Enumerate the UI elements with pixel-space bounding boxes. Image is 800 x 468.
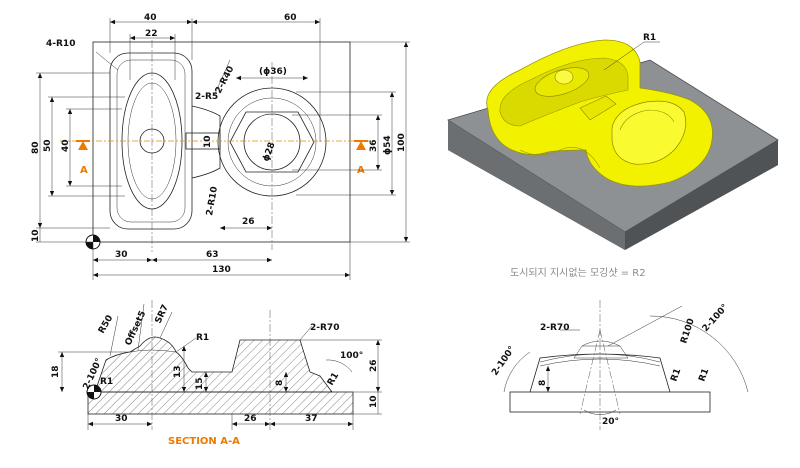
datum-symbol-section (86, 384, 102, 400)
dim-2-r40: 2-R40 (214, 65, 237, 96)
dim-60: 60 (284, 13, 297, 23)
section-marker-right: A (354, 140, 368, 176)
sec-37: 37 (305, 414, 318, 424)
sec-8: 8 (275, 380, 285, 386)
dim-2-r10: 2-R10 (205, 186, 220, 217)
top-view: A A 40 22 60 (ϕ36) 4-R10 2-R40 2-R5 ϕ28 (31, 13, 410, 280)
section-title: SECTION A-A (168, 436, 240, 447)
sec-r50: R50 (97, 314, 115, 336)
side-2-100-right: 2-100° (701, 303, 731, 334)
sec-2-r70: 2-R70 (310, 323, 339, 333)
dome (554, 69, 574, 85)
side-20-deg: 20° (602, 417, 619, 427)
dim-4-r10: 4-R10 (46, 39, 75, 49)
svg-text:A: A (80, 165, 88, 176)
sec-13: 13 (173, 365, 183, 378)
sec-18: 18 (51, 365, 61, 378)
sec-15: 15 (195, 377, 205, 390)
dim-40: 40 (144, 13, 157, 23)
hexagon (229, 111, 315, 173)
side-r100: R100 (679, 317, 696, 345)
dim-22: 22 (145, 29, 158, 39)
dim-50: 50 (43, 139, 53, 152)
side-2-r70: 2-R70 (540, 323, 569, 333)
rib-iso (579, 95, 617, 121)
dim-80: 80 (31, 141, 41, 154)
sec-r1-left: R1 (100, 377, 113, 387)
svg-text:A: A (357, 165, 365, 176)
side-2-100-left: 2-100° (490, 345, 517, 378)
iso-view: R1 도시되지 지시없는 모깅샷 = R2 (447, 33, 779, 279)
dim-10-base: 10 (31, 229, 41, 242)
dim-phi28: ϕ28 (261, 141, 277, 163)
dim-40-vert: 40 (61, 139, 71, 152)
sec-100-right: 100° (340, 351, 363, 361)
side-view: 2-R70 R100 2-100° 2-100° 8 R1 R1 20° (490, 300, 749, 430)
dim-phi54: ϕ54 (383, 135, 393, 155)
sec-r1-right: R1 (326, 371, 341, 387)
dim-30: 30 (115, 250, 128, 260)
iso-note: 도시되지 지시없는 모깅샷 = R2 (510, 266, 646, 279)
side-r1-b: R1 (697, 367, 711, 383)
sec-26-vert: 26 (369, 359, 379, 372)
dim-phi36-ref: (ϕ36) (259, 67, 287, 77)
dim-130: 130 (212, 265, 231, 275)
section-marker-left: A (76, 140, 90, 176)
side-8: 8 (538, 380, 548, 386)
dim-100: 100 (397, 133, 407, 152)
dim-36: 36 (369, 139, 379, 152)
sec-10: 10 (369, 395, 379, 408)
dim-10-rib: 10 (203, 135, 213, 148)
dim-63: 63 (206, 250, 219, 260)
section-base (87, 391, 354, 415)
dim-2-r5: 2-R5 (195, 92, 218, 102)
side-r1-a: R1 (669, 367, 683, 383)
stock-outline (92, 41, 351, 243)
sec-26: 26 (244, 414, 257, 424)
sec-30: 30 (115, 414, 128, 424)
section-view: R50 Offset5 SR7 R1 2-R70 18 2-100° R1 13… (51, 300, 382, 447)
iso-label-r1: R1 (643, 33, 656, 43)
dim-26: 26 (242, 217, 255, 227)
sec-r1-top: R1 (196, 333, 209, 343)
side-base (509, 391, 711, 413)
sec-sr7: SR7 (154, 303, 171, 325)
section-profile (94, 336, 333, 393)
